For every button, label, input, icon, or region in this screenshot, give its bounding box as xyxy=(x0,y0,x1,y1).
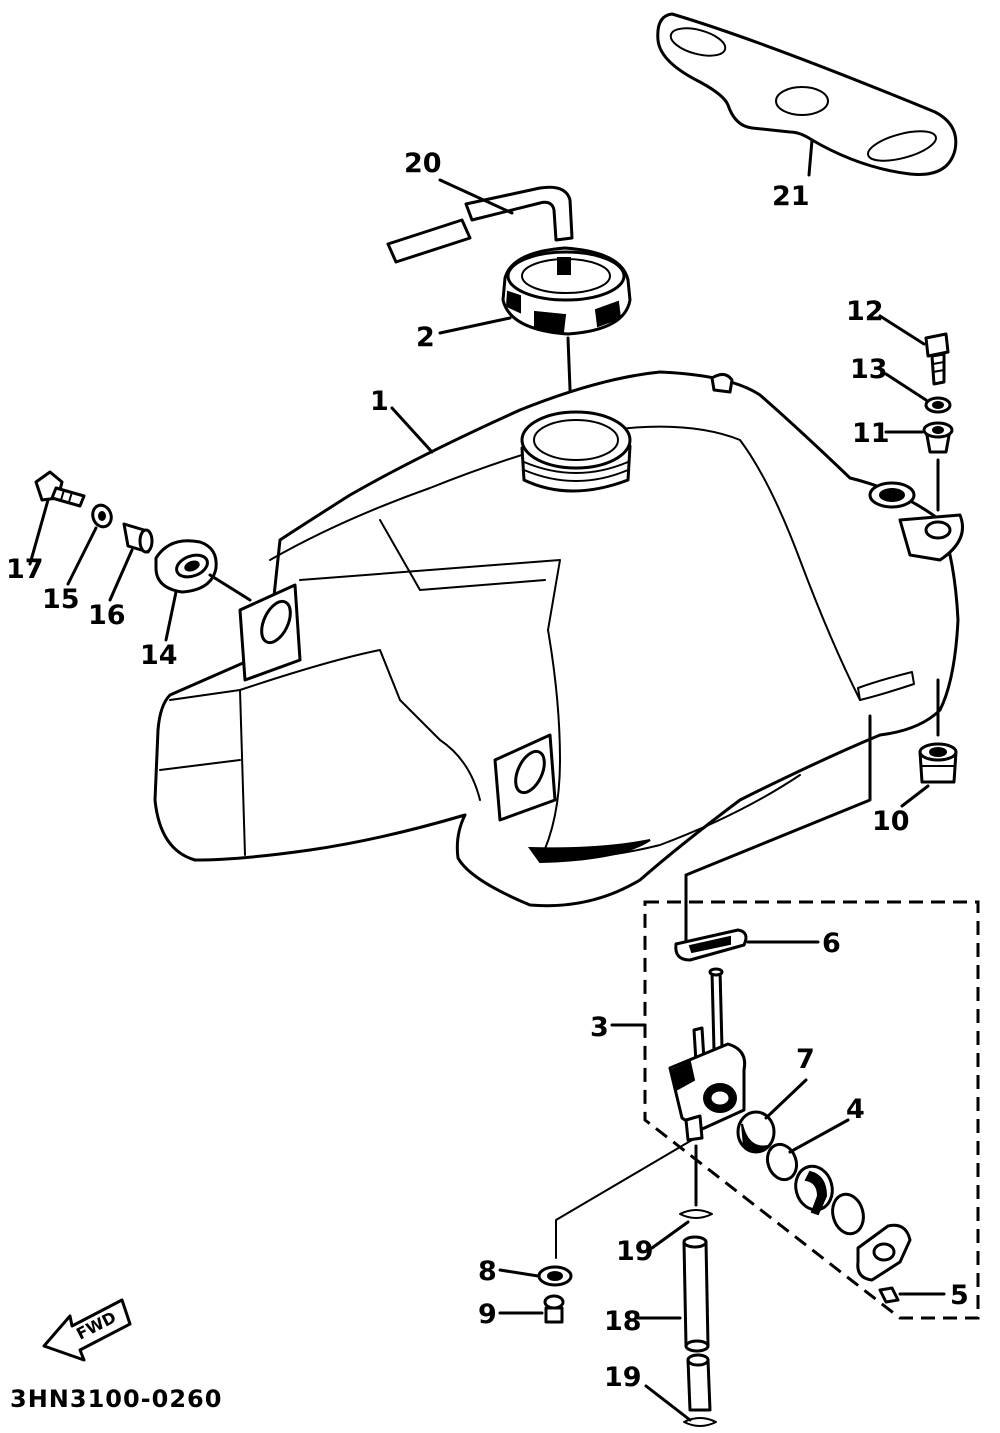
part-8-washer xyxy=(537,1265,573,1287)
part-16-collar xyxy=(122,522,154,554)
part-19-clip-upper xyxy=(679,1209,713,1219)
callout-17: 17 xyxy=(6,554,44,585)
assembly-3-boundary xyxy=(643,900,980,1320)
part-2-fuel-cap xyxy=(501,246,632,442)
callout-16: 16 xyxy=(88,600,126,631)
part-14-grommet xyxy=(154,539,218,594)
part-15-washer xyxy=(91,503,113,529)
callout-4: 4 xyxy=(846,1094,865,1125)
drawing-code: 3HN3100-0260 xyxy=(10,1385,222,1413)
part-10-grommet xyxy=(918,742,958,784)
callout-3: 3 xyxy=(590,1012,609,1043)
callout-5: 5 xyxy=(950,1280,969,1311)
callout-11: 11 xyxy=(852,418,890,449)
callout-8: 8 xyxy=(478,1256,497,1287)
callout-2: 2 xyxy=(416,322,435,353)
callout-21: 21 xyxy=(772,181,810,212)
callout-15: 15 xyxy=(42,584,80,615)
callout-13: 13 xyxy=(850,354,888,385)
callout-1: 1 xyxy=(370,386,389,417)
part-4-o-ring-b xyxy=(831,1192,865,1236)
fuel-cock-body xyxy=(668,967,747,1142)
callout-19-lower: 19 xyxy=(604,1362,642,1393)
callout-7: 7 xyxy=(796,1044,815,1075)
part-13-washer xyxy=(924,396,952,414)
callout-19-upper: 19 xyxy=(616,1236,654,1267)
part-11-collar xyxy=(922,421,954,454)
callout-14: 14 xyxy=(140,640,178,671)
part-9-screw xyxy=(543,1294,565,1324)
part-19-clip-lower xyxy=(683,1417,717,1427)
part-7-lever-knob xyxy=(736,1110,776,1154)
callout-6: 6 xyxy=(822,928,841,959)
part-17-bolt xyxy=(34,470,86,508)
part-6-gasket xyxy=(674,928,748,962)
callout-9: 9 xyxy=(478,1299,497,1330)
callout-12: 12 xyxy=(846,296,884,327)
lever-disc xyxy=(794,1164,834,1216)
part-20-vent-hose xyxy=(386,185,574,264)
callout-20: 20 xyxy=(404,148,442,179)
part-21-plate xyxy=(656,12,958,176)
part-18-fuel-hose xyxy=(682,1235,712,1412)
callout-10: 10 xyxy=(872,806,910,837)
part-5-screw xyxy=(878,1286,900,1304)
callout-18: 18 xyxy=(604,1306,642,1337)
valve-cover-plate xyxy=(856,1223,912,1282)
forward-arrow-icon: FWD xyxy=(42,1298,132,1362)
part-12-bolt xyxy=(924,332,950,386)
part-1-fuel-tank xyxy=(153,370,964,908)
